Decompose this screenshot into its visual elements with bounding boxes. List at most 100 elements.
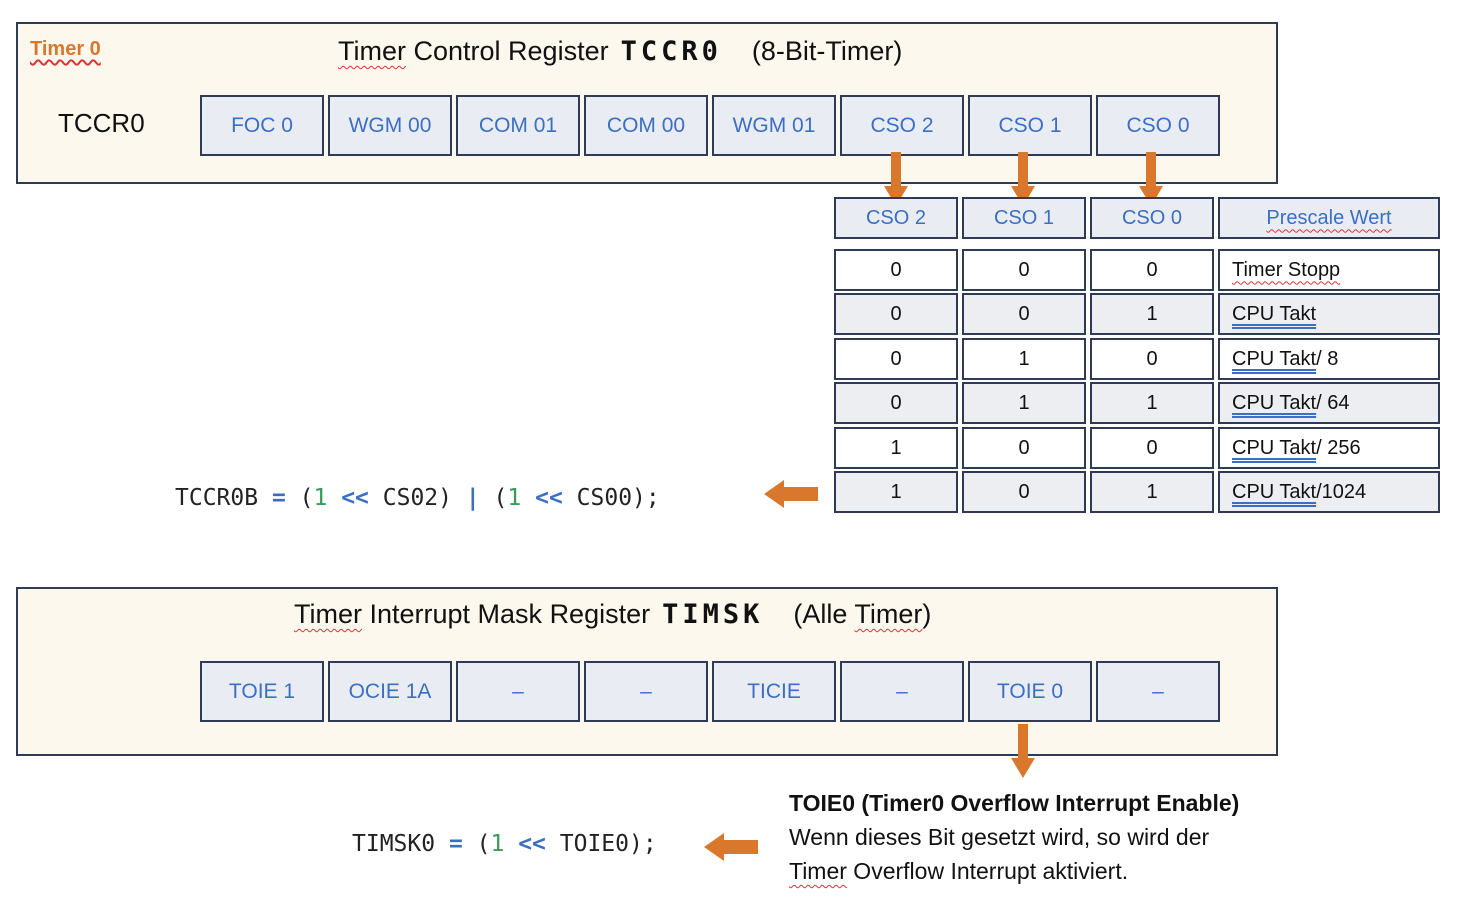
timsk-bit-row: TOIE 1 OCIE 1A – – TICIE – TOIE 0 – bbox=[200, 661, 1220, 722]
arrow-down-icon-cs2 bbox=[884, 152, 908, 206]
prescale-label: CPU Takt bbox=[1232, 347, 1317, 370]
tccr0-bit-1: CSO 1 bbox=[968, 95, 1092, 156]
note-line-2-a: Timer bbox=[789, 858, 847, 884]
cell-prescale: CPU Takt / 64 bbox=[1218, 382, 1440, 424]
timsk-bit-3: TICIE bbox=[712, 661, 836, 722]
code-paren: ( bbox=[493, 485, 508, 511]
header-prescale: Prescale Wert bbox=[1218, 197, 1440, 239]
code-arg: CS00); bbox=[576, 485, 660, 511]
tccr0b-code-line: TCCR0B = (1 << CS02) | (1 << CS00); bbox=[175, 485, 660, 511]
arrow-down-icon-cs0 bbox=[1139, 152, 1163, 206]
timsk-bit-1: TOIE 0 bbox=[968, 661, 1092, 722]
cell-prescale: CPU Takt bbox=[1218, 293, 1440, 335]
timsk-bit-5: – bbox=[456, 661, 580, 722]
cell-prescale: CPU Takt /1024 bbox=[1218, 471, 1440, 513]
prescale-suffix: /1024 bbox=[1316, 480, 1367, 503]
timsk-bit-2: – bbox=[840, 661, 964, 722]
arrow-down-icon-cs1 bbox=[1011, 152, 1035, 206]
tccr0-title: Timer Control Register TCCR0 (8-Bit-Timer) bbox=[338, 36, 902, 67]
header-cs2: CSO 2 bbox=[834, 197, 958, 239]
table-row: 0 0 1 CPU Takt bbox=[834, 293, 1440, 335]
toie0-note: TOIE0 (Timer0 Overflow Interrupt Enable)… bbox=[789, 786, 1239, 888]
timsk-bit-4: – bbox=[584, 661, 708, 722]
code-num: 1 bbox=[507, 485, 522, 511]
code-arg: CS02) bbox=[382, 485, 452, 511]
timsk-title-post-c: ) bbox=[922, 599, 932, 629]
table-row: 1 0 1 CPU Takt /1024 bbox=[834, 471, 1440, 513]
cell-cs2: 0 bbox=[834, 382, 958, 424]
note-title: TOIE0 (Timer0 Overflow Interrupt Enable) bbox=[789, 790, 1240, 816]
header-cs0: CSO 0 bbox=[1090, 197, 1214, 239]
prescale-suffix: / 64 bbox=[1316, 391, 1350, 414]
cell-cs0: 1 bbox=[1090, 471, 1214, 513]
cell-cs0: 1 bbox=[1090, 293, 1214, 335]
note-line-1: Wenn dieses Bit gesetzt wird, so wird de… bbox=[789, 824, 1210, 850]
cell-cs1: 0 bbox=[962, 249, 1086, 291]
cell-cs2: 1 bbox=[834, 427, 958, 469]
table-row: 0 0 0 Timer Stopp bbox=[834, 249, 1440, 291]
tccr0-bit-6: WGM 00 bbox=[328, 95, 452, 156]
header-prescale-label: Prescale Wert bbox=[1266, 206, 1392, 229]
code-paren: ( bbox=[299, 485, 314, 511]
tccr0-register-label: TCCR0 bbox=[58, 108, 145, 138]
timsk-title-mid: Interrupt Mask Register bbox=[362, 599, 651, 629]
timsk-bit-7: TOIE 1 bbox=[200, 661, 324, 722]
prescale-suffix: / 8 bbox=[1316, 347, 1339, 370]
tccr0-bit-7: FOC 0 bbox=[200, 95, 324, 156]
cell-cs2: 0 bbox=[834, 338, 958, 380]
arrow-left-icon-tccr bbox=[764, 480, 818, 508]
tccr0-title-register: TCCR0 bbox=[620, 36, 722, 67]
note-line-2: Timer Overflow Interrupt aktiviert. bbox=[789, 854, 1239, 888]
code-or: | bbox=[452, 485, 494, 511]
tccr0-bit-row: FOC 0 WGM 00 COM 01 COM 00 WGM 01 CSO 2 … bbox=[200, 95, 1220, 156]
code-num: 1 bbox=[490, 831, 505, 857]
prescale-label: CPU Takt bbox=[1232, 391, 1317, 414]
tccr0-bit-0: CSO 0 bbox=[1096, 95, 1220, 156]
cell-cs0: 0 bbox=[1090, 338, 1214, 380]
code-shift: << bbox=[327, 485, 383, 511]
cell-cs1: 0 bbox=[962, 293, 1086, 335]
timsk-title-pre: Timer bbox=[294, 599, 362, 629]
cell-cs2: 0 bbox=[834, 293, 958, 335]
cell-cs2: 0 bbox=[834, 249, 958, 291]
timsk-title-post-a: (Alle bbox=[793, 599, 855, 629]
table-row: 1 0 0 CPU Takt / 256 bbox=[834, 427, 1440, 469]
code-shift: << bbox=[521, 485, 577, 511]
note-line-2-b: Overflow Interrupt aktiviert. bbox=[846, 858, 1129, 884]
cell-prescale: Timer Stopp bbox=[1218, 249, 1440, 291]
tccr0-bit-4: COM 00 bbox=[584, 95, 708, 156]
cell-cs0: 0 bbox=[1090, 427, 1214, 469]
prescale-label: Timer Stopp bbox=[1232, 258, 1341, 281]
cell-prescale: CPU Takt / 8 bbox=[1218, 338, 1440, 380]
tccr0-title-post: (8-Bit-Timer) bbox=[751, 36, 903, 66]
timsk0-code-line: TIMSK0 = (1 << TOIE0); bbox=[352, 831, 657, 857]
prescale-label: CPU Takt bbox=[1232, 436, 1317, 459]
table-row: 0 1 1 CPU Takt / 64 bbox=[834, 382, 1440, 424]
cell-cs1: 0 bbox=[962, 427, 1086, 469]
prescale-suffix: / 256 bbox=[1316, 436, 1361, 459]
cell-cs1: 0 bbox=[962, 471, 1086, 513]
timsk-title-post-b: Timer bbox=[854, 599, 923, 629]
timsk-bit-6: OCIE 1A bbox=[328, 661, 452, 722]
cell-cs0: 0 bbox=[1090, 249, 1214, 291]
code-eq: = bbox=[435, 831, 477, 857]
code-arg: TOIE0); bbox=[559, 831, 657, 857]
code-lhs: TIMSK0 bbox=[352, 831, 436, 857]
code-lhs: TCCR0B bbox=[175, 485, 259, 511]
arrow-down-icon-toie0 bbox=[1011, 724, 1035, 778]
tccr0-bit-5: COM 01 bbox=[456, 95, 580, 156]
header-cs1: CSO 1 bbox=[962, 197, 1086, 239]
tccr0-title-pre: Timer bbox=[338, 36, 406, 66]
timsk-bit-0: – bbox=[1096, 661, 1220, 722]
code-eq: = bbox=[258, 485, 300, 511]
cell-cs1: 1 bbox=[962, 382, 1086, 424]
cell-cs1: 1 bbox=[962, 338, 1086, 380]
table-header-row: CSO 2 CSO 1 CSO 0 Prescale Wert bbox=[834, 197, 1440, 239]
code-num: 1 bbox=[313, 485, 328, 511]
tccr0-title-mid: Control Register bbox=[406, 36, 609, 66]
tccr0-bit-2: CSO 2 bbox=[840, 95, 964, 156]
cell-cs0: 1 bbox=[1090, 382, 1214, 424]
